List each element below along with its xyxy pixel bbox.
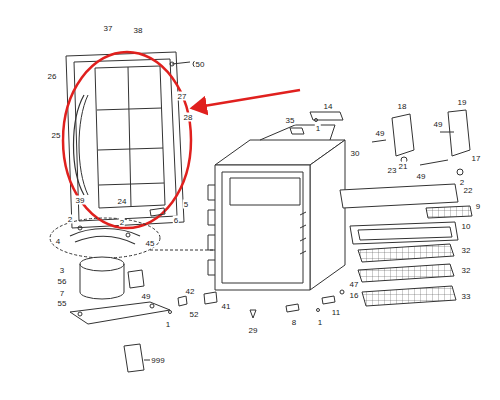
callout-number: 38 bbox=[133, 26, 144, 35]
callout-number: 55 bbox=[57, 299, 68, 308]
callout-number: 32 bbox=[461, 246, 472, 255]
callout-number: 1 bbox=[315, 124, 321, 133]
callout-number: 14 bbox=[323, 102, 334, 111]
callout-number: 42 bbox=[185, 287, 196, 296]
callout-number: 56 bbox=[57, 277, 68, 286]
callout-number: 4 bbox=[55, 237, 61, 246]
callout-number: 16 bbox=[349, 291, 360, 300]
callout-number: 19 bbox=[457, 98, 468, 107]
callout-number: 5 bbox=[183, 200, 189, 209]
callout-number: 2 bbox=[119, 218, 125, 227]
callout-number: 26 bbox=[47, 72, 58, 81]
callout-number: 2 bbox=[67, 215, 73, 224]
callout-number: 8 bbox=[291, 318, 297, 327]
callout-number: 17 bbox=[471, 154, 482, 163]
callout-number: 49 bbox=[375, 129, 386, 138]
callout-number: 7 bbox=[59, 289, 65, 298]
callout-number: 999 bbox=[150, 356, 165, 365]
callout-number: 10 bbox=[461, 222, 472, 231]
callout-number: 1 bbox=[317, 318, 323, 327]
callout-number: 33 bbox=[461, 292, 472, 301]
callout-number: 41 bbox=[221, 302, 232, 311]
callout-number: 27 bbox=[177, 92, 188, 101]
callout-number: 18 bbox=[397, 102, 408, 111]
callout-number: 28 bbox=[183, 113, 194, 122]
callout-number: 50 bbox=[195, 60, 206, 69]
callout-number: 25 bbox=[51, 131, 62, 140]
callout-number: 39 bbox=[75, 196, 86, 205]
callout-number: 29 bbox=[248, 326, 259, 335]
callout-number: 49 bbox=[416, 172, 427, 181]
callout-number: 23 bbox=[387, 166, 398, 175]
callout-number: 35 bbox=[285, 116, 296, 125]
callout-number: 9 bbox=[475, 202, 481, 211]
callout-number: 37 bbox=[103, 24, 114, 33]
callout-number: 47 bbox=[349, 280, 360, 289]
callout-number: 21 bbox=[398, 162, 409, 171]
callout-number: 52 bbox=[189, 310, 200, 319]
callout-number: 22 bbox=[463, 186, 474, 195]
callout-number: 32 bbox=[461, 266, 472, 275]
callout-number: 49 bbox=[433, 120, 444, 129]
callout-number: 3 bbox=[59, 266, 65, 275]
callout-number: 24 bbox=[117, 197, 128, 206]
callout-number: 1 bbox=[165, 320, 171, 329]
callout-number: 30 bbox=[350, 149, 361, 158]
callout-number: 11 bbox=[331, 308, 341, 317]
callout-number: 45 bbox=[145, 239, 156, 248]
callout-number: 6 bbox=[173, 216, 179, 225]
callout-number: 49 bbox=[141, 292, 152, 301]
